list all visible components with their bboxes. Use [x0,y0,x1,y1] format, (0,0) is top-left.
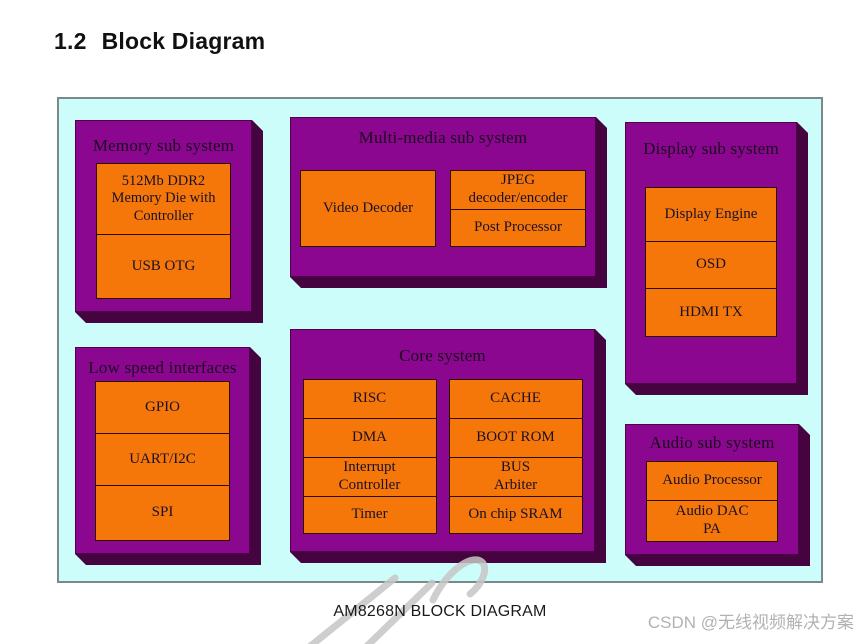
block-osd: OSD [645,241,777,289]
subsystem-label-multimedia: Multi-media sub system [358,128,528,147]
block-bus-arbiter: BUS Arbiter [448,457,583,497]
block-timer: Timer [302,496,437,534]
diagram-caption: AM8268N BLOCK DIAGRAM [333,603,547,620]
block-audio-processor: Audio Processor [646,461,778,501]
block-boot-rom: BOOT ROM [448,418,583,458]
block-diagram-canvas: Memory sub system 512Mb DDR2 Memory Die w… [57,97,823,583]
section-number: 1.2 [54,28,87,54]
block-dma: DMA [302,418,437,458]
subsystem-label-display: Display sub system [643,139,779,158]
block-spi: SPI [95,485,230,541]
block-video-decoder: Video Decoder [300,170,436,247]
block-hdmi-tx: HDMI TX [645,288,777,337]
section-heading: 1.2 Block Diagram [54,28,265,55]
block-audio-dac-pa: Audio DAC PA [646,500,778,542]
block-interrupt-controller: Interrupt Controller [302,457,437,497]
subsystem-label-lowspeed: Low speed interfaces [88,358,237,377]
block-on-chip-sram: On chip SRAM [448,496,583,534]
subsystem-label-audio: Audio sub system [649,433,775,452]
subsystem-memory: Memory sub system 512Mb DDR2 Memory Die w… [75,120,252,312]
block-uart-i2c: UART/I2C [95,433,230,486]
block-usb-otg: USB OTG [96,234,231,299]
section-title: Block Diagram [101,28,266,54]
watermark-credit: CSDN @无线视频解决方案 [647,613,854,632]
block-cache: CACHE [448,379,583,419]
block-risc: RISC [302,379,437,419]
subsystem-label-core: Core system [399,346,486,365]
block-jpeg-decoder-encoder: JPEG decoder/encoder [450,170,586,210]
block-post-processor: Post Processor [450,209,586,247]
block-display-engine: Display Engine [645,187,777,242]
subsystem-label-memory: Memory sub system [92,136,235,155]
block-gpio: GPIO [95,381,230,434]
block-512mb-ddr2-memory-die-with-controller: 512Mb DDR2 Memory Die with Controller [96,163,231,235]
